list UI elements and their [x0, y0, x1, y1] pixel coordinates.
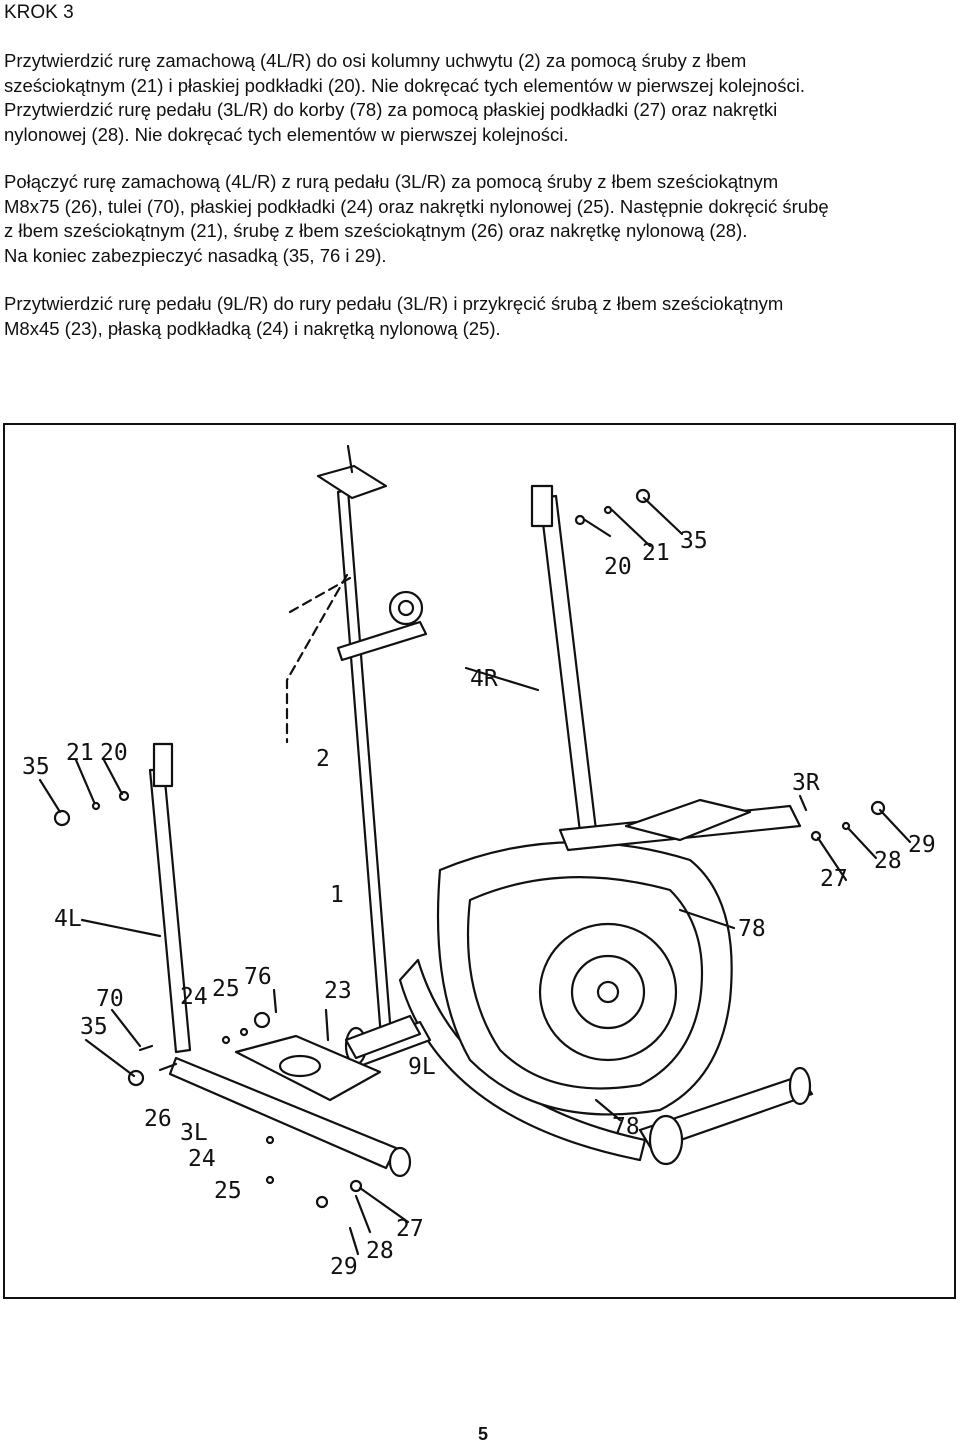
part-label: 23	[324, 978, 352, 1004]
paragraph-line: Połączyć rurę zamachową (4L/R) z rurą pe…	[4, 171, 779, 192]
paragraph-line: Przytwierdzić rurę pedału (9L/R) do rury…	[4, 293, 784, 314]
part-label: 2	[316, 746, 330, 772]
flywheel	[538, 922, 678, 1062]
paragraph-line: nylonowej (28). Nie dokręcać tych elemen…	[4, 123, 569, 145]
step-title: KROK 3	[4, 2, 74, 23]
swing-arm-right	[538, 494, 598, 834]
paragraph-line: M8x75 (26), tulei (70), płaskiej podkład…	[4, 195, 829, 217]
part-label: 9L	[408, 1054, 436, 1080]
cable	[346, 444, 354, 474]
pedal-left	[234, 1034, 382, 1102]
part-label: 35	[22, 754, 50, 780]
part-label: 24	[188, 1146, 216, 1172]
tension-knob	[388, 590, 424, 626]
cap-35-left	[53, 809, 71, 827]
dashed-guide	[285, 573, 349, 744]
part-label: 21	[66, 740, 94, 766]
part-label: 24	[180, 984, 208, 1010]
paragraph-line: sześciokątnym (21) i płaskiej podkładki …	[4, 74, 805, 96]
part-label: 4L	[54, 906, 82, 932]
part-label: 78	[612, 1114, 640, 1140]
paragraph-line: z łbem sześciokątnym (21), śrubę z łbem …	[4, 220, 748, 241]
washer-20-right	[574, 514, 586, 526]
part-label: 21	[642, 540, 670, 566]
part-label: 26	[144, 1106, 172, 1132]
pedal-tube-9l	[344, 1014, 422, 1060]
part-label: 4R	[470, 666, 498, 692]
pedal-tube-left	[168, 1056, 398, 1170]
main-frame	[398, 958, 647, 1162]
part-label: 20	[100, 740, 128, 766]
part-label: 28	[874, 848, 902, 874]
instruction-paragraph-3: Przytwierdzić rurę pedału (9L/R) do rury…	[4, 292, 944, 341]
instruction-paragraph-2: Połączyć rurę zamachową (4L/R) z rurą pe…	[4, 170, 944, 268]
part-label: 35	[80, 1014, 108, 1040]
part-label: 27	[820, 866, 848, 892]
part-label: 28	[366, 1238, 394, 1264]
handle-crossbar	[336, 620, 428, 662]
part-label: 1	[330, 882, 344, 908]
paragraph-line: Przytwierdzić rurę pedału (3L/R) do korb…	[4, 99, 778, 120]
part-label: 25	[212, 976, 240, 1002]
part-label: 3L	[180, 1120, 208, 1146]
paragraph-line: Na koniec zabezpieczyć nasadką (35, 76 i…	[4, 244, 387, 266]
part-label: 78	[738, 916, 766, 942]
instruction-paragraph-1: Przytwierdzić rurę zamachową (4L/R) do o…	[4, 49, 944, 147]
paragraph-line: M8x45 (23), płaską podkładką (24) i nakr…	[4, 317, 501, 339]
part-label: 25	[214, 1178, 242, 1204]
part-label: 76	[244, 964, 272, 990]
rear-stabilizer	[638, 1074, 814, 1152]
console-bracket	[316, 464, 388, 500]
part-label: 35	[680, 528, 708, 554]
part-label: 70	[96, 986, 124, 1012]
part-label: 3R	[792, 770, 820, 796]
part-label: 29	[330, 1254, 358, 1280]
pedal-right	[624, 798, 752, 842]
part-label: 20	[604, 554, 632, 580]
part-label: 29	[908, 832, 936, 858]
page-number: 5	[478, 1424, 489, 1444]
diagram-frame	[3, 423, 956, 1299]
handlebar-column	[336, 488, 394, 1052]
paragraph-line: Przytwierdzić rurę zamachową (4L/R) do o…	[4, 50, 747, 71]
part-label: 27	[396, 1216, 424, 1242]
